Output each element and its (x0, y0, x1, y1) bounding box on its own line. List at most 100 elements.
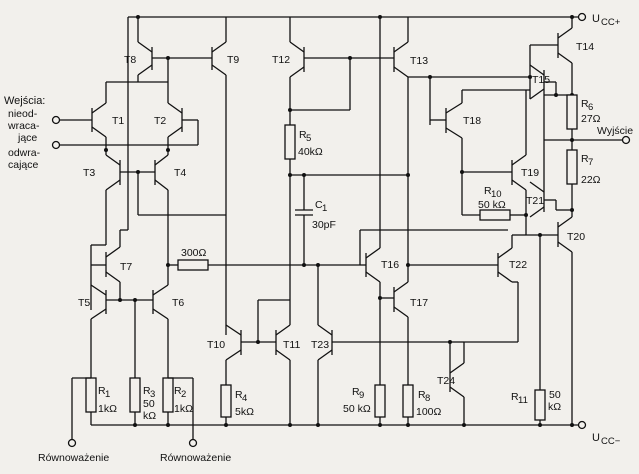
transistor-t6: T6 (152, 284, 184, 378)
inverting-input[interactable] (51, 140, 61, 150)
r9-sub: 9 (359, 390, 364, 401)
r10-name: R (484, 185, 492, 197)
r2-sub: 2 (181, 389, 186, 400)
r2-name: R (174, 385, 182, 397)
resistor-r9: R 9 50 kΩ (343, 384, 386, 425)
inputs-title: Wejścia: (4, 95, 45, 107)
r5-name: R (299, 129, 307, 141)
r8-value: 100Ω (416, 406, 442, 418)
transistor-t12: T12 (272, 17, 305, 125)
input-labels: Wejścia: nieod- wraca- jące odwra- cając… (4, 95, 45, 171)
balance-left-terminal[interactable] (67, 438, 77, 448)
vcc-plus-terminal (577, 12, 587, 22)
resistor-r10: R 10 50 kΩ (462, 185, 526, 221)
balance-right-label: Równoważenie (160, 452, 231, 464)
resistor-r5: R 5 40kΩ (284, 124, 323, 175)
r3-sub: 3 (150, 389, 155, 400)
noninv-label-3: jące (17, 132, 37, 144)
c1-value: 30pF (312, 219, 336, 231)
balance-left-label: Równoważenie (38, 452, 109, 464)
balance-right-terminal[interactable] (188, 438, 198, 448)
inv-label-1: odwra- (8, 147, 41, 159)
t20-label: T20 (567, 231, 585, 243)
r5-sub: 5 (306, 133, 311, 144)
t23-label: T23 (311, 339, 329, 351)
noninv-label-1: nieod- (8, 108, 38, 120)
transistor-t10: T10 (207, 324, 242, 385)
r10-value: 50 kΩ (478, 199, 506, 211)
vcc-minus-terminal (577, 420, 587, 430)
resistor-r8: R 8 100Ω (402, 384, 442, 425)
r6-sub: 6 (588, 102, 593, 113)
transistor-t2: T2 (51, 82, 199, 150)
transistor-t14: T14 (557, 17, 594, 95)
transistor-t20: T20 (557, 210, 585, 425)
t21-label: T21 (526, 195, 544, 207)
t7-label: T7 (120, 261, 132, 273)
resistor-r11: R 11 50 kΩ (511, 389, 561, 425)
c1-sub: 1 (322, 203, 327, 214)
resistor-r2: R 2 1kΩ (162, 377, 198, 448)
vcc-minus-rail: U CC− (91, 420, 621, 447)
t13-label: T13 (410, 55, 428, 67)
transistor-t19: T19 (511, 90, 539, 215)
r3-name: R (143, 385, 151, 397)
r4-name: R (235, 389, 243, 401)
vcc-plus-label: U (592, 13, 600, 25)
transistor-t1: T1 (51, 82, 124, 150)
vcc-minus-sub: CC− (601, 436, 621, 447)
output-terminal[interactable] (621, 135, 631, 145)
t8-label: T8 (124, 54, 136, 66)
transistor-t13: T13 (393, 17, 428, 175)
t16-label: T16 (381, 259, 399, 271)
t9-label: T9 (227, 54, 239, 66)
t14-label: T14 (576, 41, 594, 53)
transistor-t17: T17 (393, 175, 428, 385)
r8-sub: 8 (425, 393, 430, 404)
t17-label: T17 (410, 297, 428, 309)
r5-value: 40kΩ (298, 146, 323, 158)
t5-label: T5 (78, 297, 90, 309)
noninverting-input[interactable] (51, 115, 61, 125)
transistor-t9: T9 (211, 17, 239, 335)
r11-value1: 50 (549, 389, 561, 401)
transistor-t24: T24 (437, 342, 465, 425)
r6-name: R (581, 98, 589, 110)
r11-value2: kΩ (548, 401, 561, 413)
transistor-t22: T22 (497, 235, 527, 342)
transistor-t4: T4 (154, 150, 186, 285)
r4-sub: 4 (242, 393, 247, 404)
t12-label: T12 (272, 54, 290, 66)
transistor-t3: T3 (83, 150, 121, 245)
c1-name: C (315, 199, 323, 211)
t15-label: T15 (532, 74, 550, 86)
r1-value: 1kΩ (98, 403, 117, 415)
r9-name: R (352, 386, 360, 398)
t18-label: T18 (463, 115, 481, 127)
r6-value: 27Ω (581, 113, 601, 125)
t4-label: T4 (174, 167, 186, 179)
resistor-r3: R 3 50 kΩ (129, 377, 156, 425)
noninv-label-2: wraca- (7, 120, 40, 132)
r1-name: R (98, 385, 106, 397)
transistor-t21: T21 (526, 181, 545, 218)
t10-label: T10 (207, 339, 225, 351)
vcc-minus-label: U (592, 432, 600, 444)
t24-label: T24 (437, 375, 455, 387)
vcc-plus-rail: U CC+ (128, 12, 621, 28)
resistor-300: 300Ω (168, 247, 360, 271)
capacitor-c1: C 1 30pF (295, 175, 336, 265)
t6-label: T6 (172, 297, 184, 309)
t2-label: T2 (154, 115, 166, 127)
resistor-r7: R 7 22Ω (566, 140, 601, 210)
transistor-t5: T5 (78, 284, 107, 378)
t22-label: T22 (509, 259, 527, 271)
t3-label: T3 (83, 167, 95, 179)
r3-value1: 50 (143, 398, 155, 410)
transistor-t23: T23 (311, 265, 333, 425)
r7-value: 22Ω (581, 174, 601, 186)
r8-name: R (418, 389, 426, 401)
transistor-t7: T7 (105, 230, 132, 300)
